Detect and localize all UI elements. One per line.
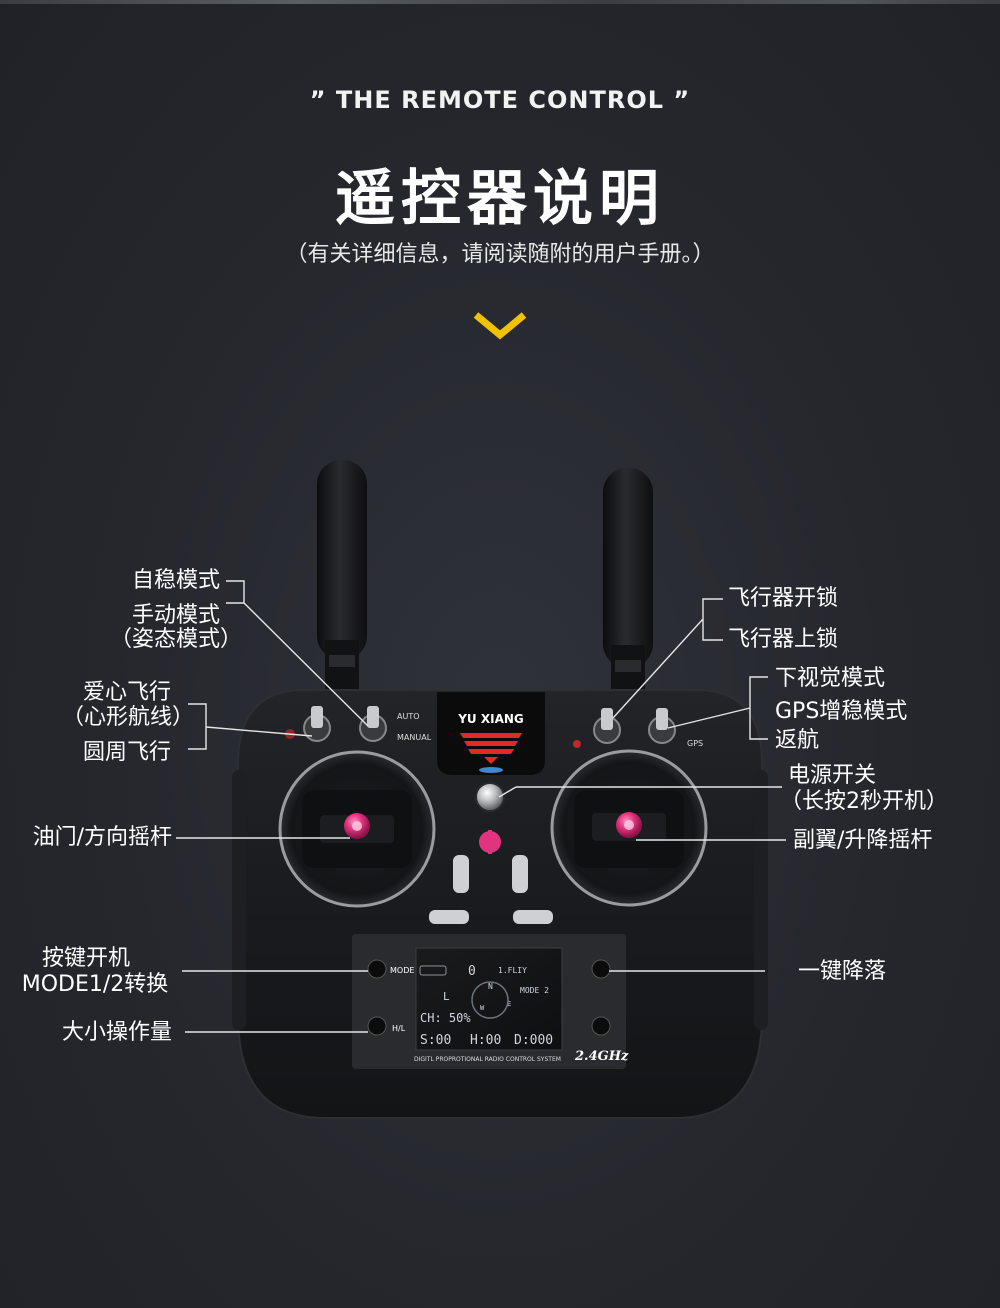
svg-text:2.4GHz: 2.4GHz <box>574 1049 629 1064</box>
label-self-stabilize: 自稳模式 <box>131 568 220 593</box>
label-aileron-stick: 副翼/升降摇杆 <box>793 828 933 853</box>
label-gps-mode: GPS增稳模式 <box>775 699 908 724</box>
label-return-home: 返航 <box>775 728 820 753</box>
label-heart-flight: 爱心飞行 <box>82 680 171 705</box>
svg-text:MODE: MODE <box>390 966 414 975</box>
top-border <box>0 0 1000 4</box>
subtitle: （有关详细信息，请阅读随附的用户手册。） <box>285 242 715 267</box>
label-rate: 大小操作量 <box>61 1020 172 1045</box>
left-gimbal <box>278 750 436 908</box>
label-throttle-stick: 油门/方向摇杆 <box>32 825 172 850</box>
svg-text:H:00: H:00 <box>470 1033 501 1048</box>
svg-text:0: 0 <box>468 964 476 979</box>
svg-text:H/L: H/L <box>392 1024 406 1033</box>
svg-text:N: N <box>488 982 493 991</box>
label-power-hint: （长按2秒开机） <box>780 789 948 814</box>
svg-text:AUTO: AUTO <box>397 712 420 721</box>
english-title: ” THE REMOTE CONTROL ” <box>309 86 691 114</box>
label-manual-mode: 手动模式 <box>131 603 220 628</box>
svg-text:W: W <box>480 1004 485 1012</box>
left-antenna <box>317 460 367 700</box>
power-button <box>475 782 505 812</box>
label-down-vision: 下视觉模式 <box>775 666 886 691</box>
svg-text:GPS: GPS <box>687 739 703 748</box>
svg-text:CH: 50%: CH: 50% <box>420 1011 471 1025</box>
svg-text:S:00: S:00 <box>420 1033 451 1048</box>
label-one-key-land: 一键降落 <box>798 959 887 984</box>
chevron-down-icon <box>473 312 527 340</box>
right-gimbal <box>550 749 708 907</box>
svg-text:L: L <box>443 990 450 1003</box>
svg-text:1.FLIY: 1.FLIY <box>498 966 527 975</box>
brand-text: YU XIANG <box>457 712 524 726</box>
label-unlock: 飞行器开锁 <box>728 586 839 611</box>
label-attitude-mode: （姿态模式） <box>110 627 243 652</box>
lock-switch <box>593 708 621 744</box>
svg-text:E: E <box>507 1000 511 1008</box>
svg-text:MANUAL: MANUAL <box>397 733 432 742</box>
label-heart-route: （心形航线） <box>62 705 195 730</box>
svg-text:D:000: D:000 <box>514 1033 553 1048</box>
svg-text:MODE 2: MODE 2 <box>520 986 549 995</box>
label-mode-switch: MODE1/2转换 <box>21 972 169 997</box>
brand-logo <box>460 733 522 764</box>
svg-text:DIGITL PROPROTIONAL RADIO CONT: DIGITL PROPROTIONAL RADIO CONTROL SYSTEM <box>414 1056 561 1063</box>
page-title: 遥控器说明 <box>335 164 665 234</box>
label-power-switch: 电源开关 <box>788 763 877 788</box>
label-lock: 飞行器上锁 <box>728 627 839 652</box>
label-circle-flight: 圆周飞行 <box>82 740 171 765</box>
right-antenna <box>603 468 653 703</box>
label-key-power-on: 按键开机 <box>41 946 130 971</box>
